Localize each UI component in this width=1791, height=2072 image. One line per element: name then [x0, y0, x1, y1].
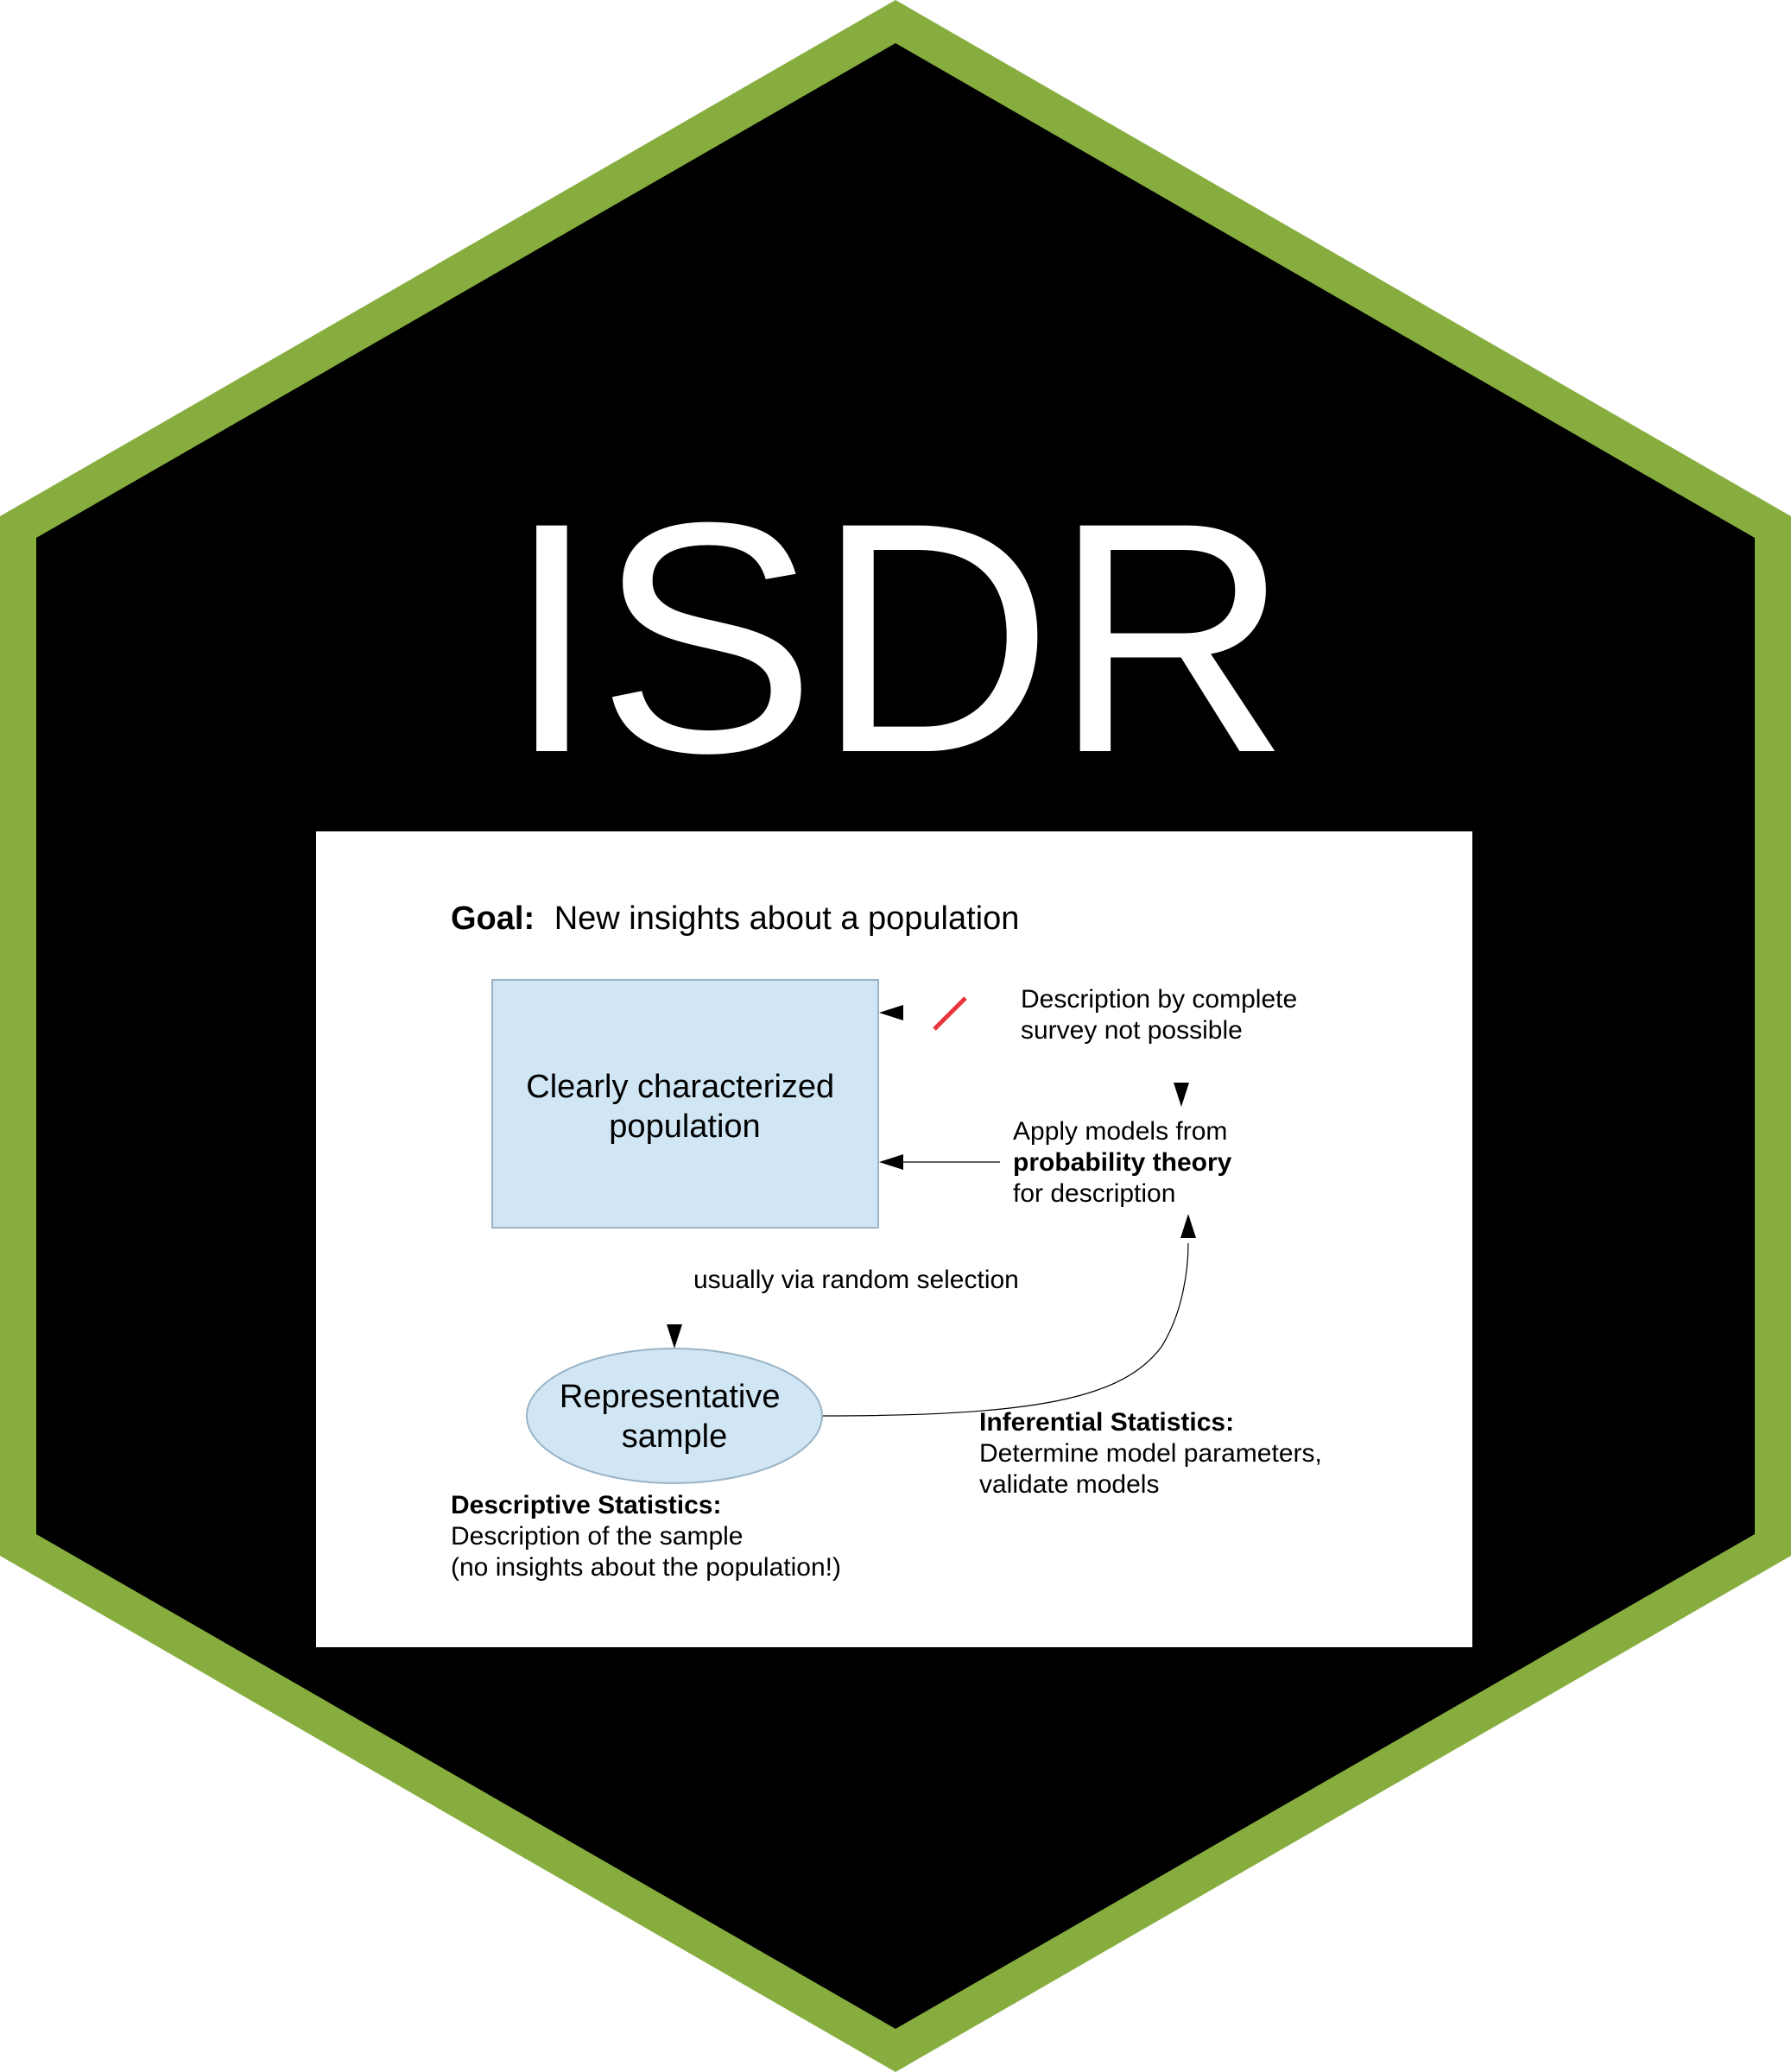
survey-note: Description by complete survey not possi… [1021, 985, 1305, 1045]
sample-ellipse [526, 1348, 823, 1484]
goal-line: Goal: New insights about a population [451, 900, 1019, 937]
inferential-heading: Inferential Statistics: [979, 1408, 1234, 1437]
arrow-head-icon [1180, 1214, 1196, 1238]
population-label: Clearly characterized population [526, 1069, 843, 1145]
arrow-head-icon [879, 1154, 903, 1170]
sample-label-line1: Representative [560, 1379, 781, 1415]
arrow-head-icon [667, 1324, 682, 1349]
population-label-line1: Clearly characterized [526, 1069, 834, 1105]
models-note-line3: for description [1013, 1179, 1175, 1208]
logo-title: ISDR [506, 454, 1290, 821]
diagram-panel [316, 831, 1472, 1647]
survey-note-line1: Description by complete [1021, 985, 1297, 1014]
models-note-line1: Apply models from [1013, 1117, 1227, 1146]
sample-label: Representative sample [560, 1379, 789, 1455]
selection-label: usually via random selection [693, 1266, 1019, 1294]
models-note: Apply models from probability theory for… [1013, 1117, 1239, 1208]
models-note-line2: probability theory [1013, 1148, 1232, 1177]
arrow-head-icon [879, 1005, 903, 1020]
population-label-line2: population [609, 1109, 760, 1145]
inferential-line1: Determine model parameters, [979, 1439, 1322, 1468]
sample-label-line2: sample [622, 1418, 728, 1455]
inferential-note: Inferential Statistics: Determine model … [979, 1408, 1329, 1499]
inferential-line2: validate models [979, 1470, 1159, 1499]
survey-note-line2: survey not possible [1021, 1016, 1243, 1045]
goal-label: Goal: [451, 900, 535, 937]
goal-text: New insights about a population [554, 900, 1020, 937]
strike-mark-icon [933, 996, 967, 1031]
arrow-head-icon [1174, 1083, 1189, 1107]
population-box [491, 979, 879, 1229]
descriptive-line1: Description of the sample [451, 1522, 744, 1551]
descriptive-note: Descriptive Statistics: Description of t… [451, 1491, 841, 1582]
inference-curve [822, 1242, 1189, 1417]
descriptive-heading: Descriptive Statistics: [451, 1491, 721, 1519]
descriptive-line2: (no insights about the population!) [451, 1553, 841, 1582]
